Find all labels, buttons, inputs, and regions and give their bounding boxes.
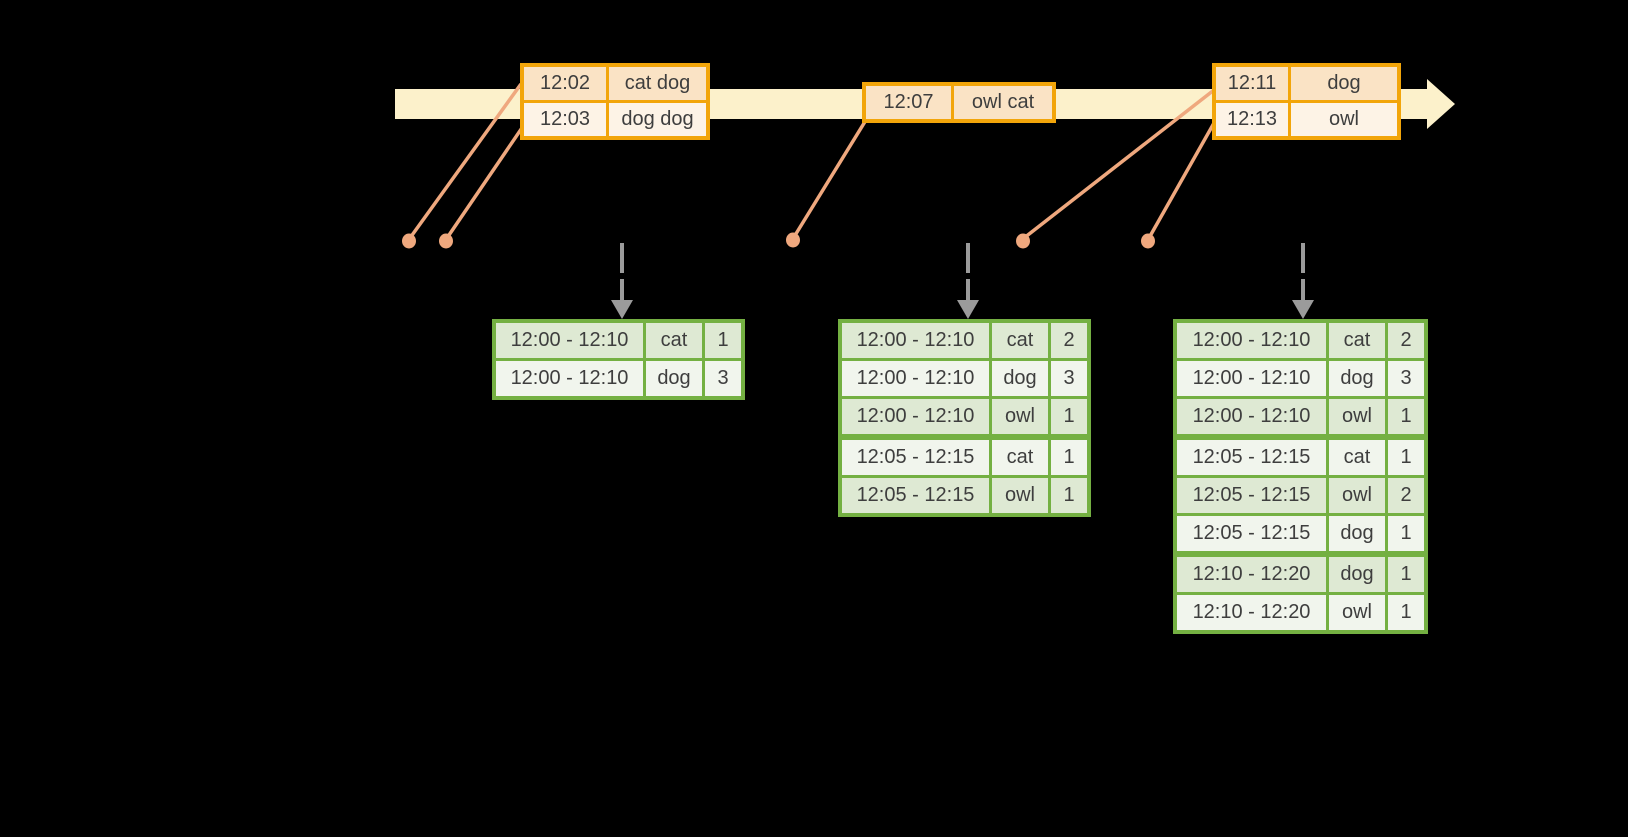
word-cell: dog <box>1326 557 1385 592</box>
time-cell: 12:03 <box>524 103 606 136</box>
word-cell: dog <box>1326 516 1385 551</box>
event-dot <box>439 233 453 249</box>
count-cell: 1 <box>1385 399 1424 434</box>
count-cell: 1 <box>1385 557 1424 592</box>
words-cell: dog <box>1288 67 1397 100</box>
connector-line <box>445 121 528 239</box>
trigger-arrows <box>611 243 1314 319</box>
word-cell: dog <box>1326 361 1385 396</box>
words-cell: cat dog <box>606 67 706 100</box>
word-cell: cat <box>989 323 1048 358</box>
window-cell: 12:00 - 12:10 <box>1177 323 1326 358</box>
word-cell: owl <box>1326 595 1385 630</box>
count-cell: 1 <box>1385 595 1424 630</box>
word-cell: owl <box>989 478 1048 513</box>
words-cell: owl <box>1288 103 1397 136</box>
time-cell: 12:02 <box>524 67 606 100</box>
word-cell: owl <box>1326 478 1385 513</box>
count-cell: 3 <box>1048 361 1087 396</box>
word-cell: owl <box>989 399 1048 434</box>
count-cell: 2 <box>1385 323 1424 358</box>
down-arrow-icon <box>611 300 633 319</box>
words-cell: owl cat <box>951 86 1052 119</box>
count-cell: 2 <box>1048 323 1087 358</box>
event-dots <box>402 232 1155 249</box>
count-cell: 1 <box>1385 440 1424 475</box>
connector-line <box>792 119 868 238</box>
time-cell: 12:13 <box>1216 103 1288 136</box>
event-dot <box>786 232 800 248</box>
word-cell: cat <box>643 323 702 358</box>
word-cell: cat <box>989 440 1048 475</box>
count-cell: 3 <box>1385 361 1424 396</box>
event-dot <box>402 233 416 249</box>
window-cell: 12:10 - 12:20 <box>1177 557 1326 592</box>
window-cell: 12:00 - 12:10 <box>842 361 989 396</box>
window-cell: 12:00 - 12:10 <box>496 323 643 358</box>
time-cell: 12:11 <box>1216 67 1288 100</box>
count-cell: 3 <box>702 361 741 396</box>
window-cell: 12:05 - 12:15 <box>842 440 989 475</box>
window-cell: 12:00 - 12:10 <box>842 323 989 358</box>
count-cell: 1 <box>1048 478 1087 513</box>
count-cell: 1 <box>1385 516 1424 551</box>
window-cell: 12:00 - 12:10 <box>842 399 989 434</box>
window-cell: 12:05 - 12:15 <box>1177 440 1326 475</box>
connector-line <box>1147 122 1216 239</box>
word-cell: cat <box>1326 440 1385 475</box>
window-cell: 12:05 - 12:15 <box>1177 516 1326 551</box>
event-dot <box>1016 233 1030 249</box>
words-cell: dog dog <box>606 103 706 136</box>
timeline-arrowhead-icon <box>1427 79 1455 129</box>
count-cell: 1 <box>1048 440 1087 475</box>
window-cell: 12:00 - 12:10 <box>1177 399 1326 434</box>
word-cell: owl <box>1326 399 1385 434</box>
down-arrow-icon <box>1292 300 1314 319</box>
window-cell: 12:00 - 12:10 <box>496 361 643 396</box>
time-cell: 12:07 <box>866 86 951 119</box>
word-cell: dog <box>989 361 1048 396</box>
count-cell: 2 <box>1385 478 1424 513</box>
window-cell: 12:10 - 12:20 <box>1177 595 1326 630</box>
window-cell: 12:00 - 12:10 <box>1177 361 1326 396</box>
count-cell: 1 <box>702 323 741 358</box>
word-cell: dog <box>643 361 702 396</box>
window-cell: 12:05 - 12:15 <box>1177 478 1326 513</box>
down-arrow-icon <box>957 300 979 319</box>
window-cell: 12:05 - 12:15 <box>842 478 989 513</box>
event-dot <box>1141 233 1155 249</box>
word-cell: cat <box>1326 323 1385 358</box>
count-cell: 1 <box>1048 399 1087 434</box>
